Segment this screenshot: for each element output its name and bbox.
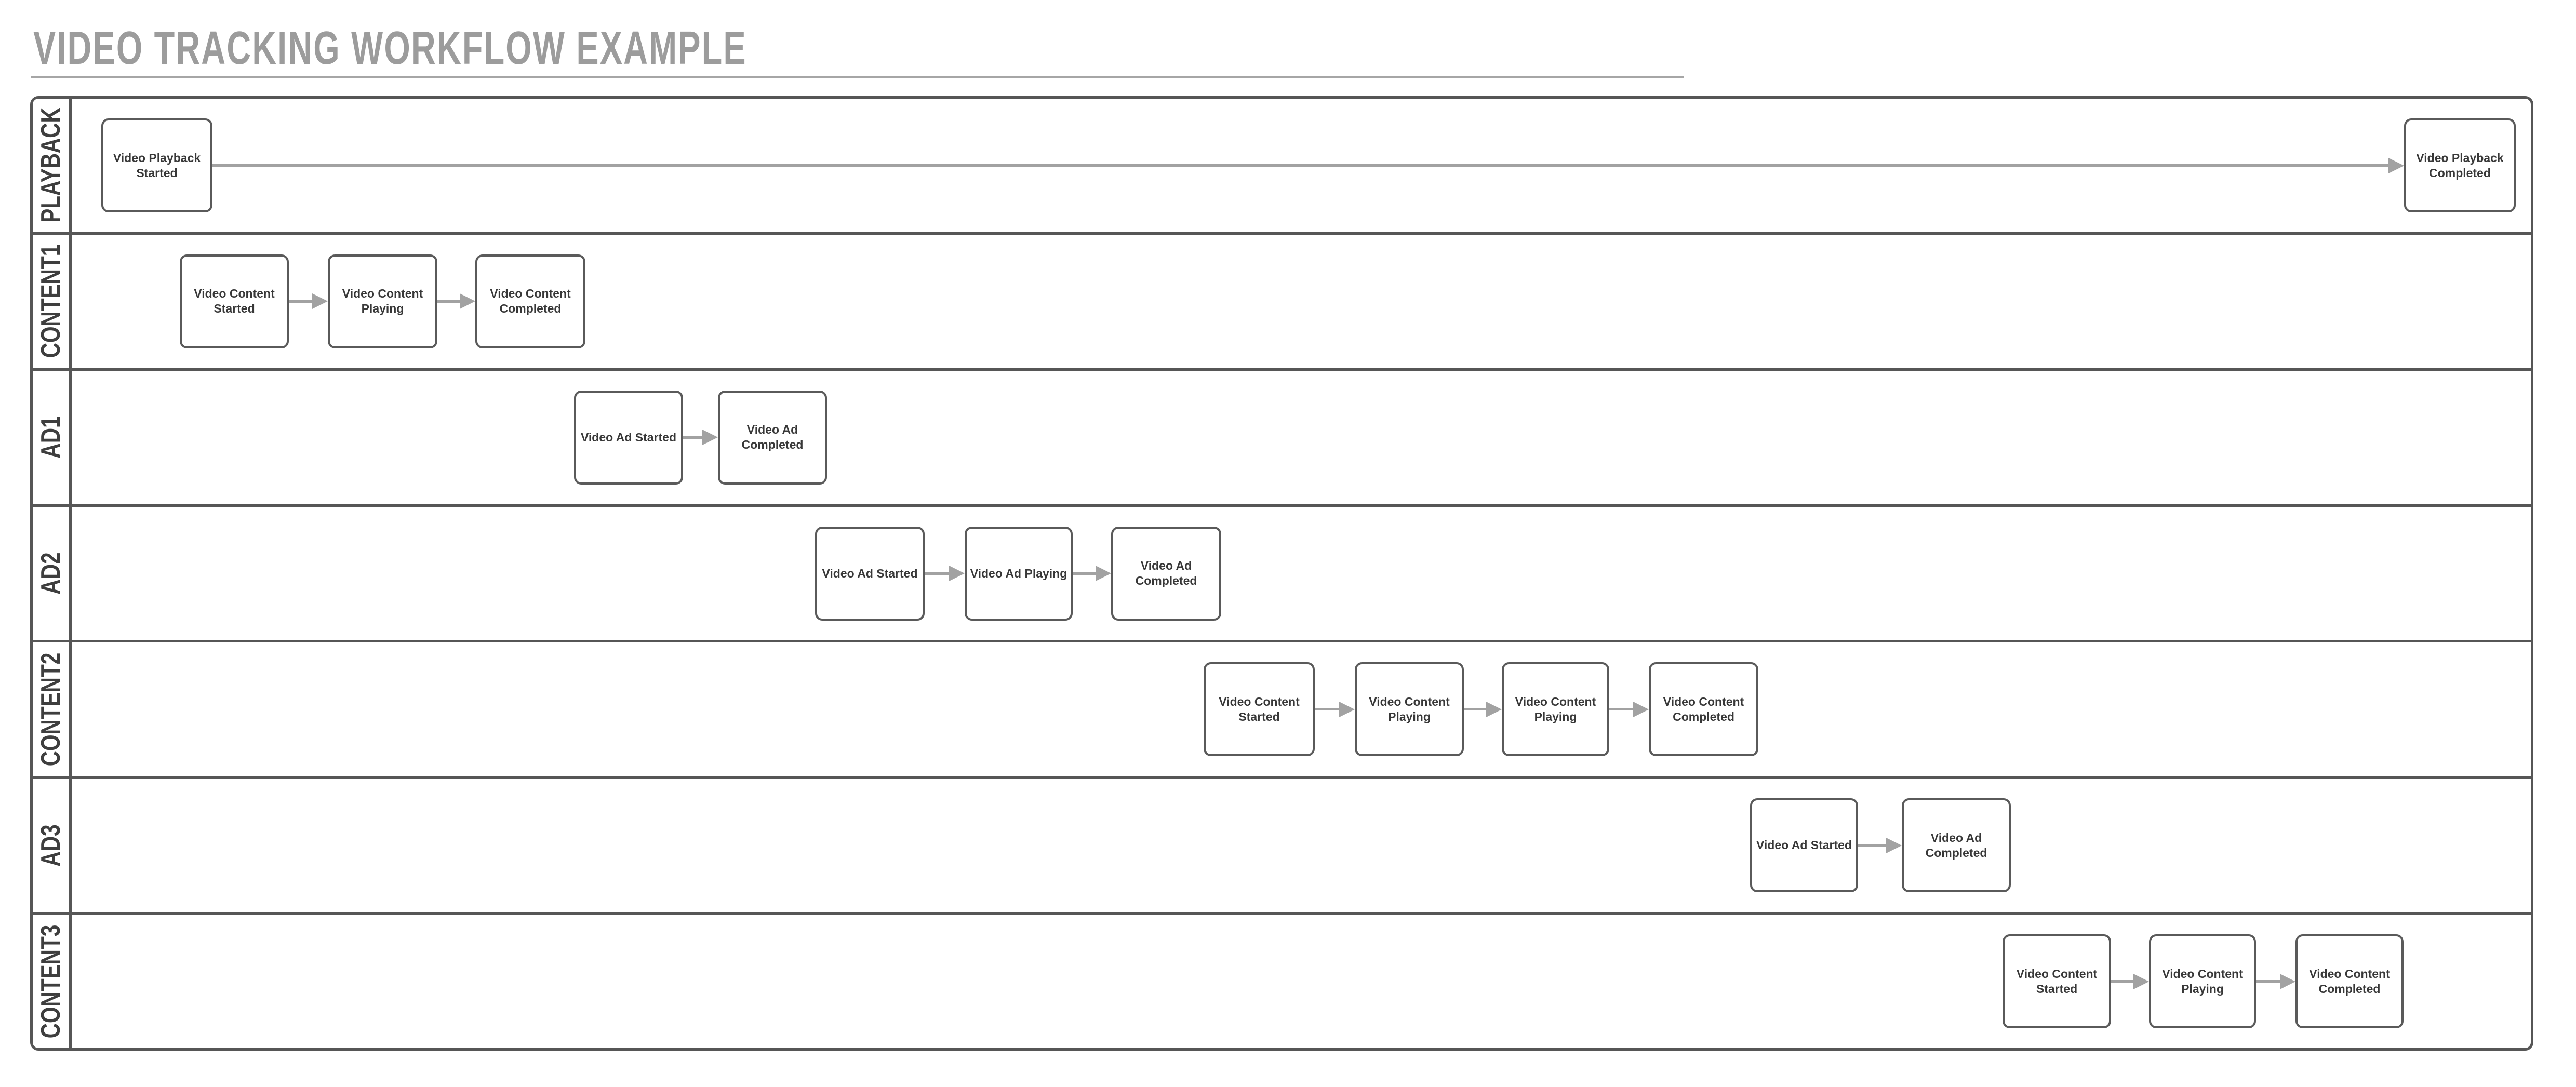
lane-label: AD2 bbox=[36, 552, 66, 595]
flow-node[interactable]: Video Content Started bbox=[2003, 934, 2111, 1029]
flow-node[interactable]: Video Ad Started bbox=[574, 390, 683, 485]
lane-body: Video Content Started Video Content Playi… bbox=[72, 642, 2531, 776]
lane-label-cell[interactable]: AD1 bbox=[33, 370, 72, 504]
lane-label: CONTENT1 bbox=[36, 244, 66, 358]
lane-label-cell[interactable]: CONTENT2 bbox=[33, 642, 72, 776]
connector-line bbox=[925, 572, 951, 575]
lane-row: AD3 Video Ad Started Video Ad Completed bbox=[33, 776, 2531, 912]
connector-line bbox=[212, 164, 2391, 167]
connector-arrowhead bbox=[1096, 566, 1111, 582]
connector-arrowhead bbox=[1886, 837, 1902, 853]
lane-label-cell[interactable]: PLAYBACK bbox=[33, 99, 72, 232]
flow-node[interactable]: Video Content Completed bbox=[1649, 662, 1758, 757]
connector-arrowhead bbox=[1633, 701, 1649, 717]
connector-arrowhead bbox=[949, 566, 965, 582]
connector-line bbox=[289, 300, 314, 303]
connector-arrowhead bbox=[2388, 157, 2404, 173]
flow-node[interactable]: Video Playback Completed bbox=[2404, 118, 2516, 212]
lane-body: Video Playback Started Video Playback Com… bbox=[72, 99, 2531, 232]
page-title: VIDEO TRACKING WORKFLOW EXAMPLE bbox=[33, 22, 747, 74]
flow-node[interactable]: Video Ad Started bbox=[1750, 798, 1858, 893]
lane-body: Video Ad Started Video Ad Playing Video Ad… bbox=[72, 507, 2531, 640]
connector-arrowhead bbox=[2133, 973, 2149, 989]
flow-node[interactable]: Video Content Started bbox=[180, 254, 289, 348]
flow-node[interactable]: Video Content Completed bbox=[2295, 934, 2404, 1029]
connector-line bbox=[2256, 980, 2282, 983]
lane-label-cell[interactable]: AD3 bbox=[33, 779, 72, 912]
connector-arrowhead bbox=[2280, 973, 2295, 989]
connector-line bbox=[1464, 708, 1488, 711]
lane-body: Video Ad Started Video Ad Completed bbox=[72, 779, 2531, 912]
connector-arrowhead bbox=[460, 293, 475, 310]
connector-arrowhead bbox=[312, 293, 328, 310]
flow-node[interactable]: Video Ad Started bbox=[815, 526, 925, 621]
flow-node[interactable]: Video Ad Completed bbox=[1902, 798, 2011, 893]
lane-label-cell[interactable]: AD2 bbox=[33, 506, 72, 640]
lane-label-cell[interactable]: CONTENT3 bbox=[33, 915, 72, 1049]
lane-label: AD1 bbox=[36, 416, 66, 459]
title-underline bbox=[31, 76, 1684, 78]
lane-label: CONTENT2 bbox=[36, 652, 66, 767]
flow-node[interactable]: Video Content Playing bbox=[1355, 662, 1464, 757]
lane-label: PLAYBACK bbox=[36, 108, 66, 223]
flow-node[interactable]: Video Content Playing bbox=[328, 254, 437, 348]
connector-arrowhead bbox=[702, 430, 718, 446]
flow-node[interactable]: Video Ad Completed bbox=[718, 390, 827, 485]
connector-line bbox=[683, 436, 704, 439]
flow-node[interactable]: Video Ad Completed bbox=[1111, 526, 1221, 621]
connector-line bbox=[2111, 980, 2135, 983]
flow-node[interactable]: Video Content Started bbox=[1204, 662, 1315, 757]
lane-body: Video Ad Started Video Ad Completed bbox=[72, 371, 2531, 504]
connector-line bbox=[1315, 708, 1341, 711]
connector-line bbox=[437, 300, 462, 303]
connector-line bbox=[1858, 844, 1888, 847]
flow-node[interactable]: Video Content Playing bbox=[2149, 934, 2256, 1029]
connector-line bbox=[1073, 572, 1098, 575]
flow-node[interactable]: Video Content Completed bbox=[475, 254, 585, 348]
lane-label: AD3 bbox=[36, 824, 66, 867]
flow-node[interactable]: Video Playback Started bbox=[101, 118, 212, 212]
connector-arrowhead bbox=[1339, 701, 1355, 717]
flow-node[interactable]: Video Content Playing bbox=[1502, 662, 1609, 757]
lane-body: Video Content Started Video Content Playi… bbox=[72, 915, 2531, 1048]
lane-body: Video Content Started Video Content Playi… bbox=[72, 235, 2531, 368]
lane-label-cell[interactable]: CONTENT1 bbox=[33, 234, 72, 368]
connector-arrowhead bbox=[1486, 701, 1502, 717]
lane-label: CONTENT3 bbox=[36, 924, 66, 1038]
connector-line bbox=[1609, 708, 1635, 711]
flow-node[interactable]: Video Ad Playing bbox=[965, 526, 1073, 621]
lane-row: AD1 Video Ad Started Video Ad Completed bbox=[33, 368, 2531, 504]
